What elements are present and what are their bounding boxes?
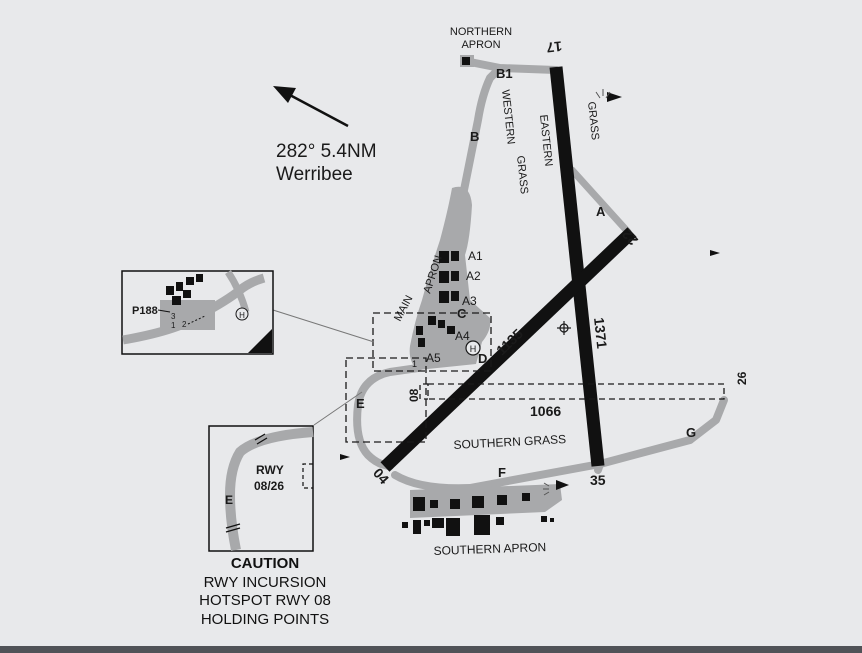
runway-17-end-label: 17 [545,38,562,56]
caution-line-1: RWY INCURSION [203,573,327,591]
bottom-bar [0,646,862,653]
runway-26-end-label: 26 [735,371,749,385]
building-a1 [439,251,449,263]
building [451,291,459,301]
taxiway-a [568,166,632,236]
building [430,500,438,508]
eastern-grass-label-1: EASTERN [537,114,554,167]
building [424,520,430,526]
inset-p188-bay2: 2 [182,320,187,329]
parking-a2-label: A2 [466,269,481,283]
building [541,516,547,522]
building-a3 [439,291,449,303]
buildings [402,57,554,536]
runway-08-26-length: 1066 [530,403,561,419]
taxiway-e [353,364,422,470]
inset-rwy-label-2: 08/26 [254,479,284,493]
parking-a4-label: A4 [455,329,470,343]
taxiway-f-label: F [498,465,506,480]
building [550,518,554,522]
inset-rwy-label-1: RWY [256,463,284,477]
inset-p188-helipad: H [239,311,245,320]
taxiway-g-label: G [686,425,696,440]
direction-arrow-icon [273,86,349,128]
direction-destination: Werribee [276,164,353,185]
building [428,316,436,325]
inset-p188-leader [272,309,375,343]
taxiway-b1-label: B1 [496,66,513,81]
southern-apron-label: SOUTHERN APRON [433,540,546,558]
inset-rwy-taxiway-e: E [225,493,233,507]
runway-17-35-length: 1371 [591,317,610,350]
northern-apron-label-1: NORTHERN [450,26,512,38]
building [497,495,507,505]
runway-08-end-label: 08 [407,388,421,402]
building [402,522,408,528]
helipad-icon: H [465,340,481,356]
caution-line-2: HOTSPOT RWY 08 [199,592,331,609]
runway-08-26 [427,383,725,400]
taxiway-c-label: C [457,306,467,321]
inset-p188-bay3: 3 [171,312,176,321]
wind-indicator-icon [340,92,720,490]
building [522,493,530,501]
parking-a1-label: A1 [468,249,483,263]
helipad-symbol: H [470,344,477,354]
inset-p188: H P188 3 1 2 [121,270,274,355]
building-a2 [439,271,449,283]
inset-p188-label: P188 [132,305,158,317]
runway-35-end-label: 35 [590,472,606,488]
taxiway-a-label: A [596,204,606,219]
building-northern-apron [462,57,470,65]
caution-line-3: HOLDING POINTS [200,610,330,628]
building [474,515,490,535]
building [413,497,425,511]
taxiway-g [686,396,728,444]
building [447,326,455,334]
building [432,518,444,528]
building [416,326,423,335]
building [418,338,425,347]
taxiway-b-label: B [470,129,479,144]
caution-title: CAUTION [230,555,300,572]
building [450,499,460,509]
caution-notice: CAUTION RWY INCURSION HOTSPOT RWY 08 HOL… [170,555,360,629]
hotspot-rwy-08 [345,357,427,443]
inset-p188-bay1: 1 [171,321,176,330]
parking-a3-label: A3 [462,294,477,308]
aerodrome-reference-point-icon [557,321,571,335]
building [451,271,459,281]
southern-grass-label: SOUTHERN GRASS [453,432,566,452]
western-grass-label-1: WESTERN [499,89,517,145]
southern-apron-surface [410,484,562,518]
direction-bearing-distance: 282° 5.4NM [276,141,377,162]
building [496,517,504,525]
parking-a5-label: A5 [426,351,441,365]
runway-08-threshold [419,383,428,400]
northern-apron-label-2: APRON [461,39,500,51]
building [438,320,445,328]
inset-rwy: RWY 08/26 E [208,425,314,552]
taxiway-b [458,58,560,204]
taxiway-d-label: D [478,351,487,366]
eastern-grass-label-2: GRASS [585,101,601,141]
beacon-icon [543,89,611,496]
taxiway-e-label: E [356,396,365,411]
inset-rwy-leader [313,391,363,426]
building [413,520,421,534]
building [446,518,460,536]
parking-1-label: 1 [412,359,417,369]
building [472,496,484,508]
western-grass-label-2: GRASS [514,155,530,195]
building [451,251,459,261]
